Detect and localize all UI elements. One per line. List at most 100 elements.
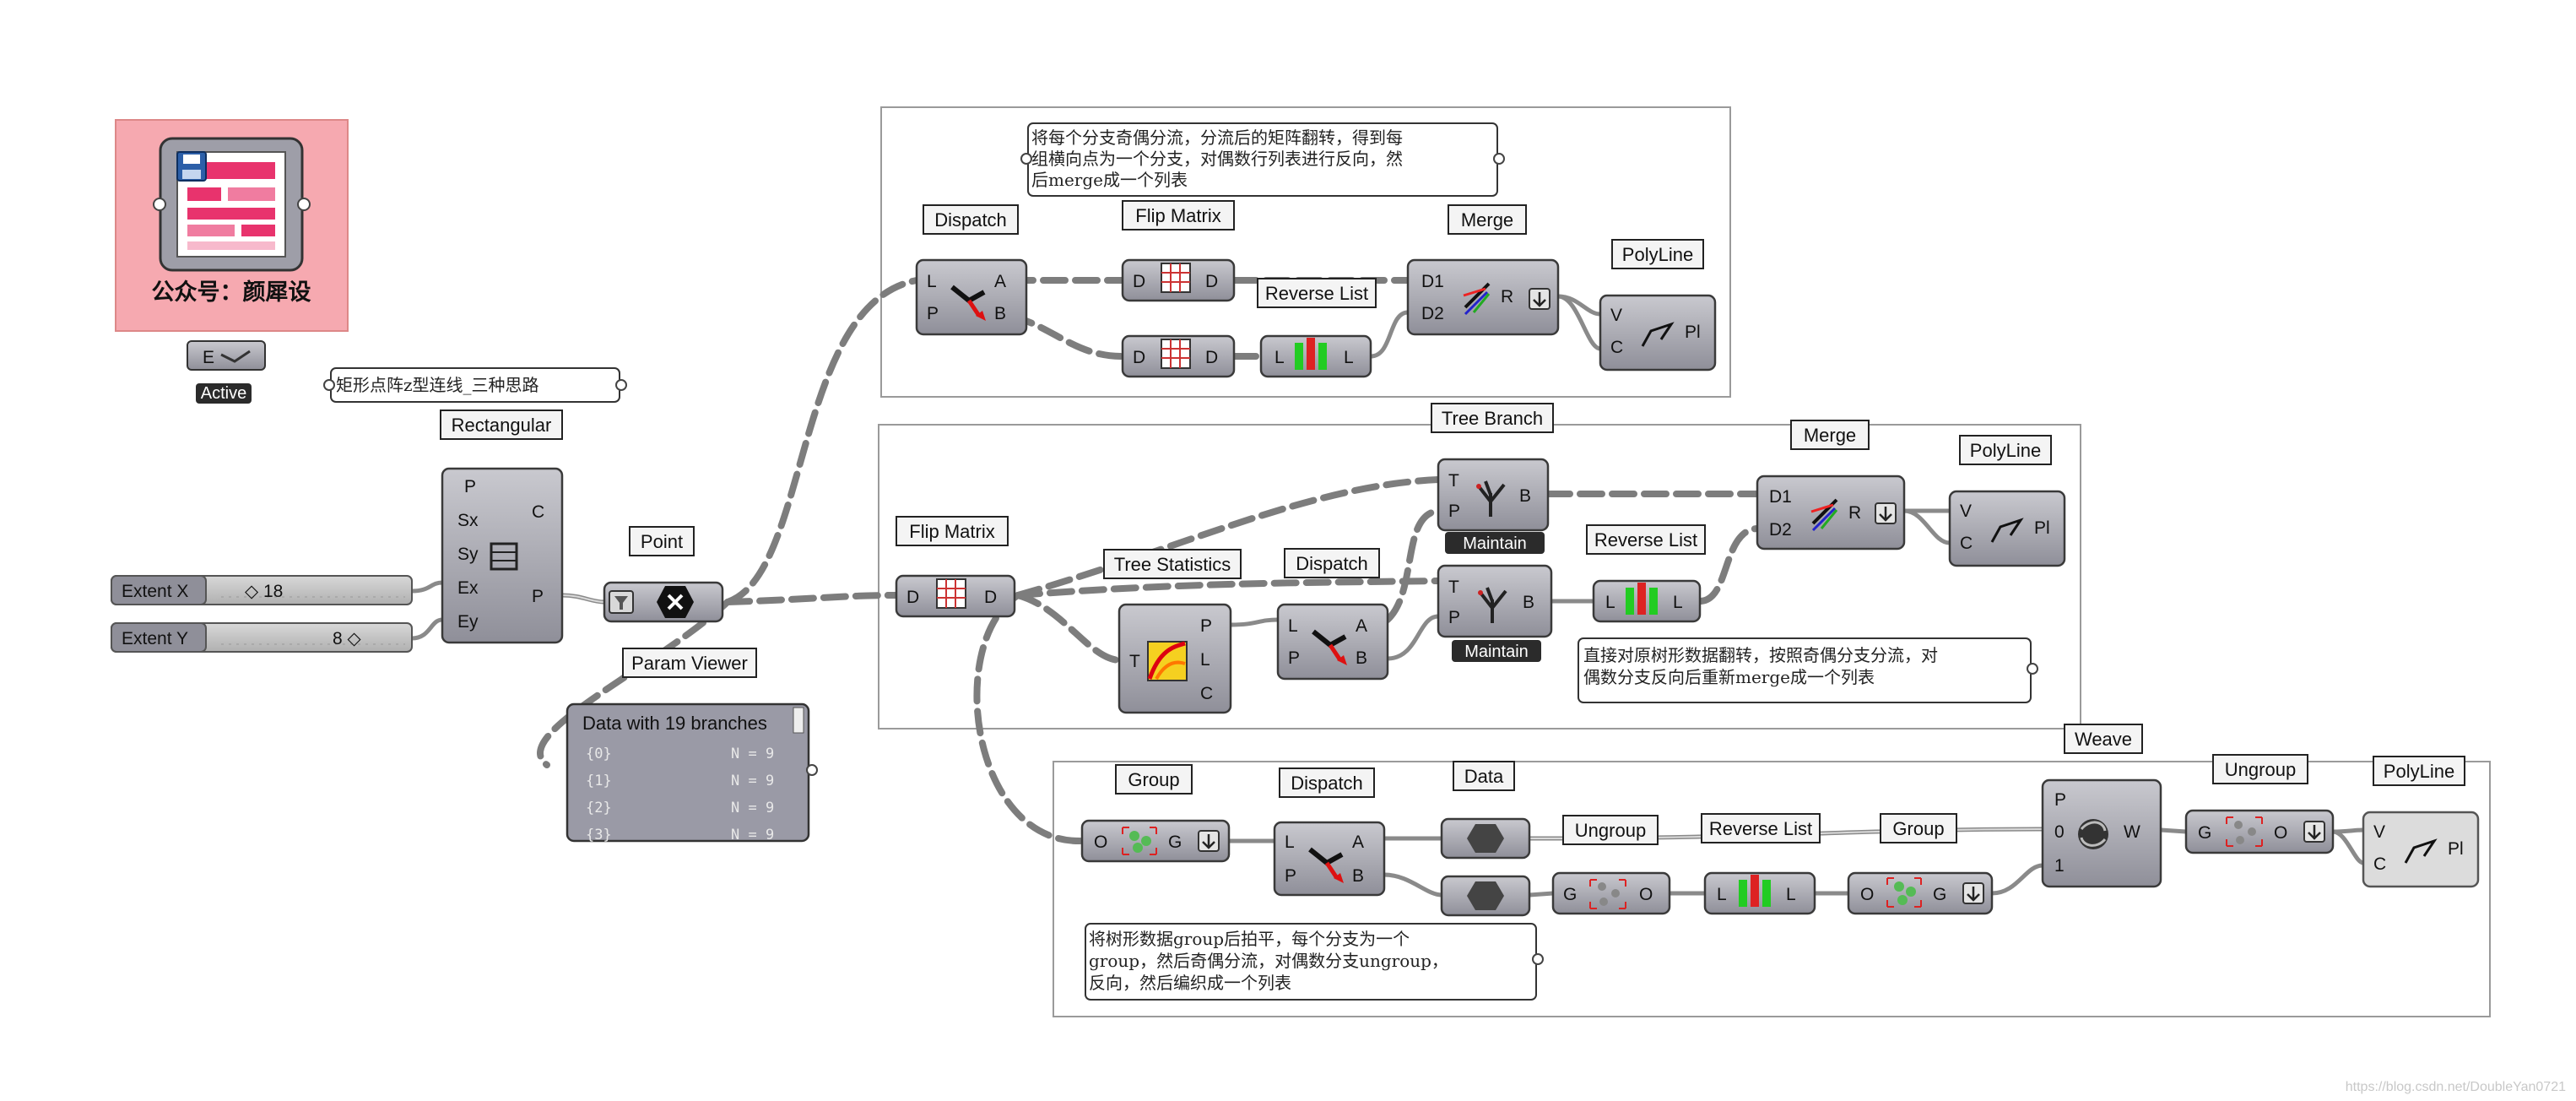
save-icon <box>176 151 207 182</box>
viewer-row-path: {1} <box>586 773 612 789</box>
grid-icon <box>1161 263 1191 293</box>
port-l: L <box>1285 833 1295 852</box>
port-pl: Pl <box>2448 839 2464 859</box>
reverse-list-mid-component[interactable]: L L <box>1592 579 1702 623</box>
viewer-row-count: N = 9 <box>731 746 774 762</box>
reverse-list-mid-label-tag: Reverse List <box>1586 524 1706 555</box>
rectangular-label-tag: Rectangular <box>440 409 563 440</box>
port-g: G <box>1563 885 1577 904</box>
polyline-bottom-component[interactable]: V C Pl <box>2362 811 2480 888</box>
port-t: T <box>1129 652 1140 671</box>
polyline-mid-component[interactable]: V C Pl <box>1948 490 2066 567</box>
logo-output-grip[interactable] <box>297 198 311 211</box>
dispatch-mid-component[interactable]: L P A B <box>1276 603 1389 681</box>
ungroup-bottom-component[interactable]: G O <box>1551 871 1671 915</box>
flip-matrix-mid-component[interactable]: D D <box>895 574 1016 618</box>
port-b: B <box>1356 648 1367 668</box>
slider-extent-x-value[interactable]: ◇ 18 <box>245 582 283 601</box>
ungroup-icon <box>2226 816 2263 847</box>
reverse-list-top-label: Reverse List <box>1265 283 1368 304</box>
group-bottom2-label-tag: Group <box>1880 813 1957 843</box>
reverse-list-bottom-label-tag: Reverse List <box>1701 813 1821 843</box>
dispatch-top-component[interactable]: L P A B <box>915 258 1028 336</box>
slider-extent-y-value[interactable]: 8 ◇ <box>333 629 362 648</box>
port-l: L <box>927 272 937 291</box>
tree-icon <box>1476 480 1506 517</box>
ungroup-right-label-tag: Ungroup <box>2212 754 2308 784</box>
reverse-list-bottom-component[interactable]: L L <box>1703 871 1816 915</box>
viewer-row-count: N = 9 <box>731 827 774 843</box>
port-p: P <box>1448 608 1460 627</box>
tree-statistics-component[interactable]: T P L C <box>1118 603 1232 714</box>
reverse-list-icon <box>1626 583 1658 615</box>
port-d2: D2 <box>1421 304 1444 323</box>
viewer-row-count: N = 9 <box>731 800 774 816</box>
dispatch-bottom-component[interactable]: L P A B <box>1273 821 1386 897</box>
maintain-label: Maintain <box>1463 534 1527 553</box>
slider-extent-y[interactable]: Extent Y 8 ◇ <box>111 622 413 653</box>
flip-matrix-top2-component[interactable]: D D <box>1121 334 1236 378</box>
data-label-tag: Data <box>1453 761 1515 791</box>
flip-matrix-top-component[interactable]: D D <box>1121 258 1236 302</box>
note-top-line: 后merge成一个列表 <box>1031 170 1188 190</box>
data-param-1[interactable] <box>1440 817 1531 860</box>
viewer-row-path: {2} <box>586 800 612 816</box>
param-viewer-component[interactable]: Data with 19 branches {0} N = 9 {1} N = … <box>566 702 818 843</box>
port-d1: D1 <box>1421 272 1444 291</box>
flip-matrix-top-label-tag: Flip Matrix <box>1122 200 1235 231</box>
port-sy: Sy <box>457 545 479 564</box>
slider-extent-x[interactable]: Extent X ◇ 18 <box>111 575 413 605</box>
port-a: A <box>1356 616 1367 636</box>
param-viewer-scrollbar[interactable] <box>793 707 804 734</box>
group-bottom-label-tag: Group <box>1115 764 1193 795</box>
logo-input-grip[interactable] <box>153 198 166 211</box>
title-note: 矩形点阵z型连线_三种思路 <box>323 367 627 403</box>
port-1: 1 <box>2054 856 2065 876</box>
port-ex: Ex <box>457 578 479 598</box>
arrow-down-icon <box>1879 507 1892 522</box>
merge-mid-component[interactable]: D1 D2 R <box>1756 475 1906 550</box>
dispatch-bottom-label-tag: Dispatch <box>1279 767 1375 798</box>
port-p: P <box>1200 616 1212 636</box>
port-v: V <box>2373 822 2385 842</box>
polyline-mid-label: PolyLine <box>1970 440 2041 461</box>
param-viewer-label-tag: Param Viewer <box>622 648 757 678</box>
ungroup-right-component[interactable]: G O <box>2184 809 2335 854</box>
tree-statistics-label-tag: Tree Statistics <box>1103 549 1242 579</box>
hexagon-icon <box>1467 824 1504 853</box>
port-b: B <box>994 304 1006 323</box>
group-box-bottom <box>1053 761 2491 1017</box>
ungroup-label: Ungroup <box>2225 759 2296 780</box>
weave-component[interactable]: P 0 1 W <box>2041 778 2162 888</box>
port-p: P <box>1288 648 1300 668</box>
active-label: Active <box>201 384 246 403</box>
data-param-2[interactable] <box>1440 875 1531 917</box>
arrow-down-icon <box>1202 834 1215 849</box>
port-a: A <box>1352 833 1364 852</box>
dispatch-icon <box>1312 629 1347 665</box>
logo-pattern-icon <box>187 162 275 250</box>
note-middle-line: 偶数分支反向后重新merge成一个列表 <box>1583 667 1875 687</box>
active-toggle-component[interactable]: E Active <box>187 340 266 404</box>
polyline-icon <box>1990 518 2024 543</box>
viewer-row-path: {0} <box>586 746 612 762</box>
group-bottom-component[interactable]: O G <box>1080 819 1231 863</box>
merge-top-component[interactable]: D1 D2 R <box>1406 258 1560 336</box>
rectangular-component[interactable]: P Sx Sy Ex Ey C P <box>441 467 564 644</box>
note-top-line: 将每个分支奇偶分流，分流后的矩阵翻转，得到每 <box>1031 127 1403 148</box>
active-toggle-body[interactable] <box>187 340 266 371</box>
reverse-list-mid-label: Reverse List <box>1594 529 1697 550</box>
dispatch-top-label-tag: Dispatch <box>923 204 1019 235</box>
port-p-out: P <box>532 587 544 606</box>
group-bottom2-component[interactable]: O G <box>1847 871 1994 915</box>
polyline-top-component[interactable]: V C Pl <box>1599 294 1717 372</box>
reverse-list-top-component[interactable]: L L <box>1259 334 1372 378</box>
port-t: T <box>1448 471 1459 491</box>
grid-icon <box>936 578 966 609</box>
point-param-component[interactable] <box>603 581 724 623</box>
note-bottom-line: 反向，然后编织成一个列表 <box>1089 973 1291 993</box>
tree-branch-1-component[interactable]: T P B Maintain <box>1437 458 1550 554</box>
port-d-out: D <box>984 588 997 607</box>
tree-branch-2-component[interactable]: T P B Maintain <box>1437 564 1553 662</box>
note-bottom: 将树形数据group后拍平，每个分支为一个 group，然后奇偶分流，对偶数分支… <box>1085 923 1544 1001</box>
